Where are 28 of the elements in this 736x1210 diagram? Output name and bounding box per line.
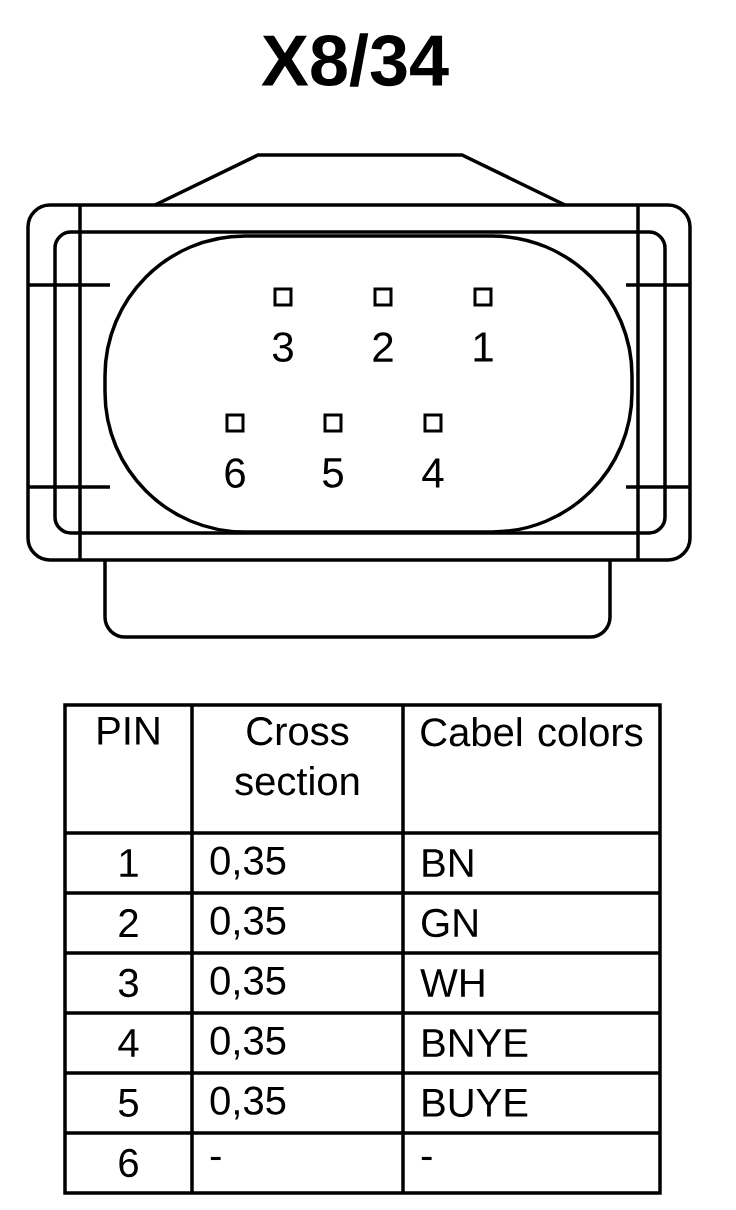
table-header: Cross section — [235, 717, 359, 796]
table-header: Cabel colors — [421, 717, 643, 747]
table-cell: BNYE — [423, 1029, 528, 1057]
pin-number: 1 — [474, 332, 493, 362]
table-cell: 6 — [119, 1148, 138, 1178]
pin-number: 4 — [422, 458, 444, 488]
table-cell: 5 — [119, 1089, 138, 1117]
pin-number: 6 — [225, 458, 245, 488]
table-cell: BUYE — [423, 1089, 528, 1117]
table-header: PIN — [98, 717, 159, 745]
table-cell: 0,35 — [210, 846, 286, 880]
table-cell: BN — [423, 849, 473, 877]
table-cell: 4 — [118, 1029, 139, 1057]
table-cell: 3 — [118, 968, 138, 998]
table-cell: 0,35 — [210, 906, 286, 940]
table-cell: - — [210, 1156, 221, 1161]
table-cell: WH — [420, 969, 484, 997]
table-cell: 2 — [119, 909, 138, 937]
table-cell: - — [421, 1156, 432, 1161]
table-cell: 0,35 — [210, 966, 286, 1000]
title: X8/34 — [261, 33, 449, 87]
pin-number: 2 — [373, 332, 393, 362]
pin-number: 5 — [323, 458, 343, 488]
table-cell: GN — [422, 908, 477, 938]
table-cell: 1 — [120, 849, 138, 877]
table-cell: 0,35 — [210, 1026, 286, 1060]
pin-number: 3 — [272, 332, 293, 362]
table-cell: 0,35 — [210, 1086, 286, 1120]
